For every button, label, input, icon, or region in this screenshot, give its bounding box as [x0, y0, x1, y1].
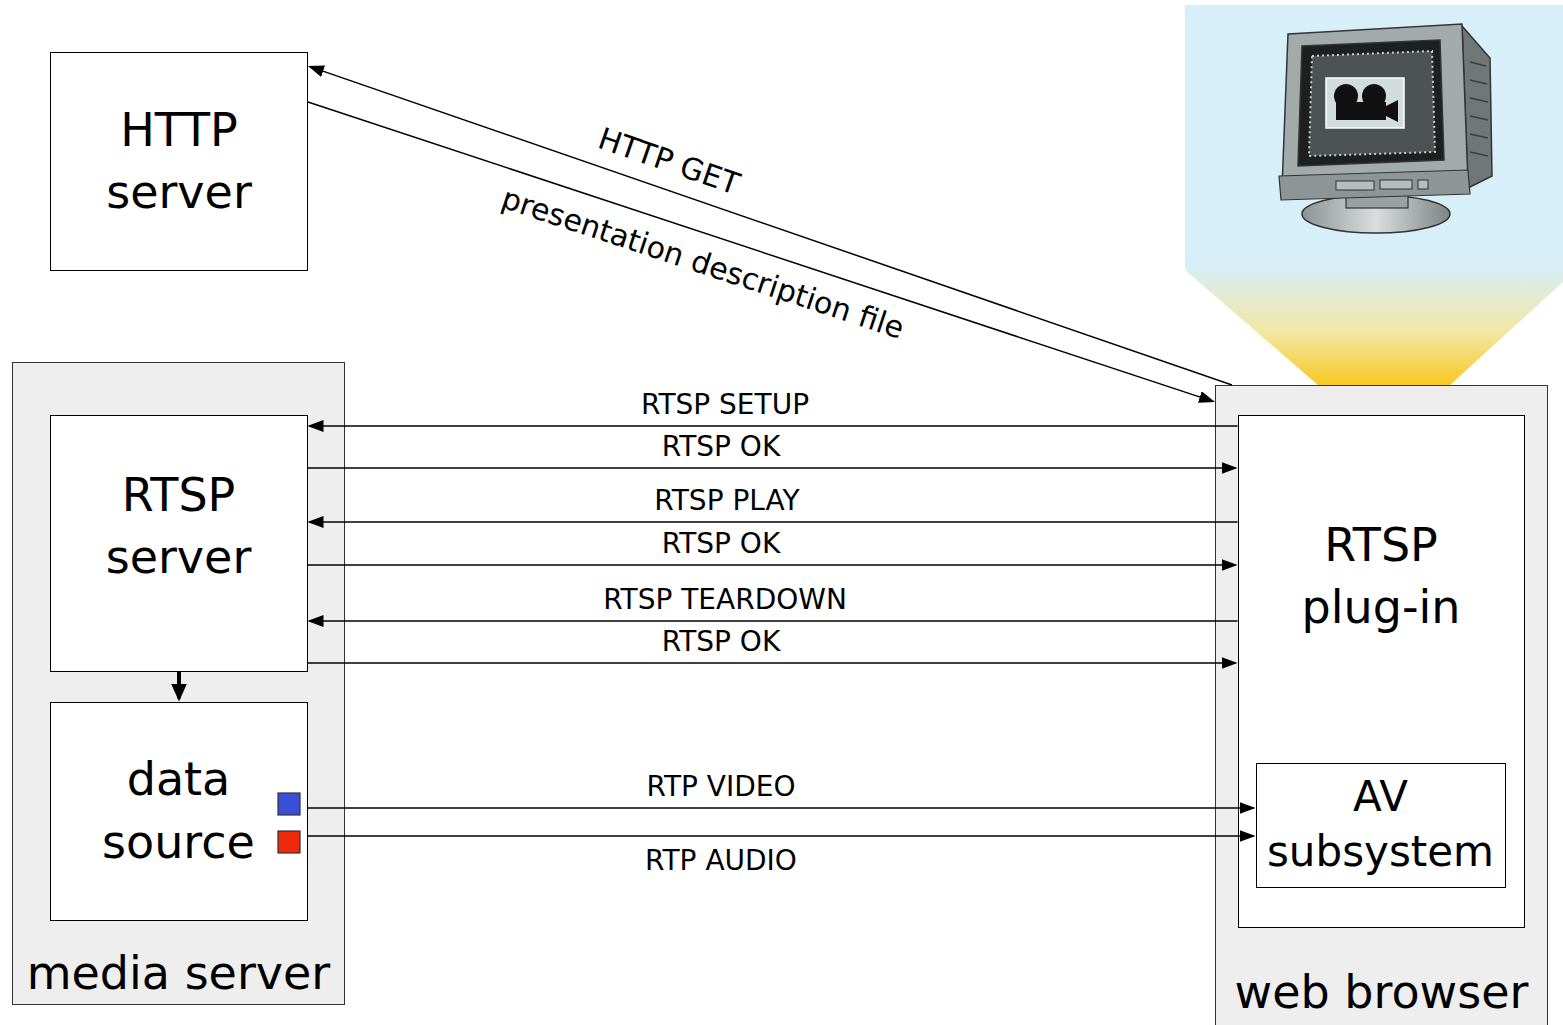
edge-label-holder: RTSP PLAY [651, 486, 802, 517]
node-label: data source [61, 748, 296, 872]
monitor-icon [1279, 24, 1492, 233]
host-box: web browser RTSP plug-in AV subsystem [1215, 385, 1548, 1025]
source-box: data source [50, 702, 308, 921]
edge-label-holder: RTSP SETUP [638, 390, 812, 421]
message-arrow [308, 835, 1254, 837]
server-box: HTTP server [50, 52, 308, 271]
message-arrow [310, 425, 1238, 427]
edge-label: RTP AUDIO [642, 846, 800, 877]
edge-label: RTSP SETUP [638, 390, 812, 421]
light-beam [1185, 5, 1563, 385]
edge-label-holder: HTTP GET [594, 122, 744, 201]
edge-label: presentation description file [497, 181, 907, 345]
message-arrow [308, 467, 1236, 469]
edge-label-holder: RTSP OK [659, 432, 783, 463]
message-arrow [308, 102, 1213, 401]
message-arrow [310, 67, 1232, 385]
edge-label-holder: presentation description file [497, 181, 907, 345]
node-label: web browser [1225, 967, 1539, 1018]
node-label: media server [22, 948, 336, 999]
plugin-box: RTSP plug-in AV subsystem [1238, 415, 1525, 928]
edge-label: HTTP GET [594, 122, 744, 201]
control-arrow [177, 672, 181, 699]
message-arrow [310, 620, 1238, 622]
message-arrow [308, 662, 1236, 664]
message-arrow [308, 564, 1236, 566]
edge-label-holder: RTSP OK [659, 529, 783, 560]
node-label: RTSP plug-in [1263, 514, 1499, 638]
node-label: RTSP server [61, 464, 296, 588]
audio-port-square [278, 831, 300, 853]
edge-label-holder: RTP AUDIO [642, 846, 800, 877]
edge-label-holder: RTP VIDEO [643, 772, 798, 803]
edge-label: RTSP OK [659, 529, 783, 560]
message-arrow [310, 521, 1238, 523]
message-arrow [308, 807, 1254, 809]
edge-label-holder: RTSP OK [659, 627, 783, 658]
subsystem-box: AV subsystem [1256, 763, 1506, 888]
edge-label: RTSP PLAY [651, 486, 802, 517]
node-label: AV subsystem [1265, 770, 1496, 879]
video-port-square [278, 793, 300, 815]
edge-label: RTSP TEARDOWN [600, 585, 850, 616]
edge-label: RTSP OK [659, 432, 783, 463]
node-label: HTTP server [62, 99, 297, 223]
edge-label: RTP VIDEO [643, 772, 798, 803]
server-box: RTSP server [50, 415, 308, 672]
edge-label-holder: RTSP TEARDOWN [600, 585, 850, 616]
edge-label: RTSP OK [659, 627, 783, 658]
